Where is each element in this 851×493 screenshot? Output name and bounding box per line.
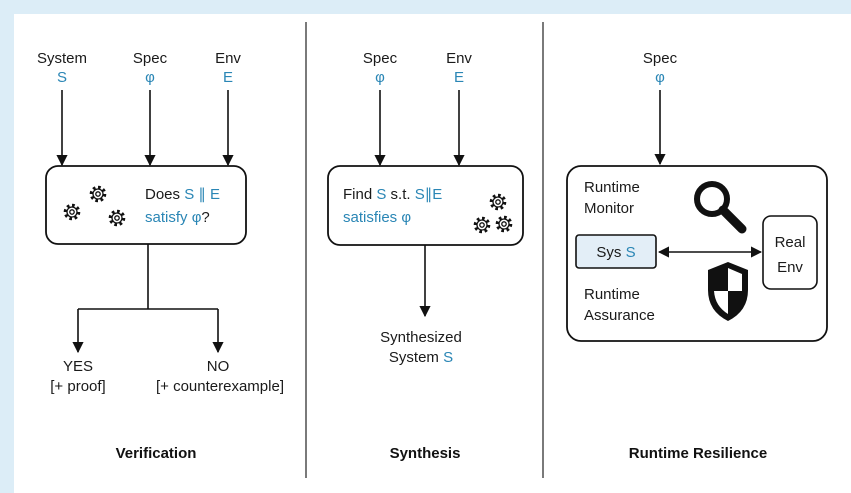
input-label-env: Env xyxy=(215,50,241,67)
text-sys: Sys xyxy=(596,244,625,261)
input-label-spec: Spec xyxy=(643,50,678,67)
input-label-env: Env xyxy=(446,50,472,67)
sys-box xyxy=(575,234,657,269)
output-line1: Synthesized xyxy=(380,329,462,346)
synthesis-section: Spec φ Env E Find S s.t. S∥E satisfies φ… xyxy=(327,50,524,462)
text-find: Find xyxy=(343,186,376,203)
resilience-section: Spec φ Runtime Monitor Sys S Real Env Ru… xyxy=(566,50,828,462)
input-label-spec: Spec xyxy=(363,50,398,67)
synthesis-line2: satisfies φ xyxy=(343,209,411,226)
assurance-line2: Assurance xyxy=(584,307,655,324)
assurance-line1: Runtime xyxy=(584,286,640,303)
input-symbol-e: E xyxy=(454,69,464,86)
symbol-s: S xyxy=(184,186,194,203)
parallel-symbol: ∥ xyxy=(194,186,210,203)
input-symbol-phi: φ xyxy=(375,69,385,86)
text-satisfies: satisfies xyxy=(343,209,401,226)
shield-icon xyxy=(708,262,748,321)
symbol-s: S xyxy=(415,186,425,203)
symbol-s: S xyxy=(376,186,386,203)
synthesis-title: Synthesis xyxy=(390,445,461,462)
real-env-box xyxy=(762,215,818,290)
question-mark: ? xyxy=(201,209,209,226)
input-symbol-phi: φ xyxy=(655,69,665,86)
input-symbol-phi: φ xyxy=(145,69,155,86)
result-no-detail: [+ counterexample] xyxy=(156,378,284,395)
output-line2: System S xyxy=(389,349,453,366)
symbol-s: S xyxy=(443,349,453,366)
magnifier-icon xyxy=(694,181,747,234)
verification-section: System S Spec φ Env E Does S ∥ E satisfy… xyxy=(37,50,284,462)
symbol-s: S xyxy=(626,244,636,261)
parallel-symbol: ∥ xyxy=(425,186,433,203)
input-label-spec: Spec xyxy=(133,50,168,67)
verification-question-line2: satisfy φ? xyxy=(145,209,210,226)
symbol-e: E xyxy=(210,186,220,203)
input-symbol-e: E xyxy=(223,69,233,86)
env-line2: Env xyxy=(777,259,803,276)
result-yes: YES xyxy=(63,358,93,375)
resilience-title: Runtime Resilience xyxy=(629,445,767,462)
text-system: System xyxy=(389,349,443,366)
text-satisfy: satisfy xyxy=(145,209,192,226)
verification-title: Verification xyxy=(116,445,197,462)
symbol-e: E xyxy=(432,186,442,203)
monitor-line1: Runtime xyxy=(584,179,640,196)
input-symbol-s: S xyxy=(57,69,67,86)
symbol-phi: φ xyxy=(401,209,411,226)
monitor-line2: Monitor xyxy=(584,200,634,217)
symbol-phi: φ xyxy=(192,209,202,226)
result-no: NO xyxy=(207,358,230,375)
text-does: Does xyxy=(145,186,184,203)
input-label-system: System xyxy=(37,50,87,67)
synthesis-line1: Find S s.t. S∥E xyxy=(343,186,442,203)
verification-question-line1: Does S ∥ E xyxy=(145,186,220,203)
text-such-that: s.t. xyxy=(386,186,414,203)
result-yes-detail: [+ proof] xyxy=(50,378,105,395)
env-line1: Real xyxy=(775,234,806,251)
verification-box xyxy=(45,165,247,245)
sys-label: Sys S xyxy=(596,244,635,261)
